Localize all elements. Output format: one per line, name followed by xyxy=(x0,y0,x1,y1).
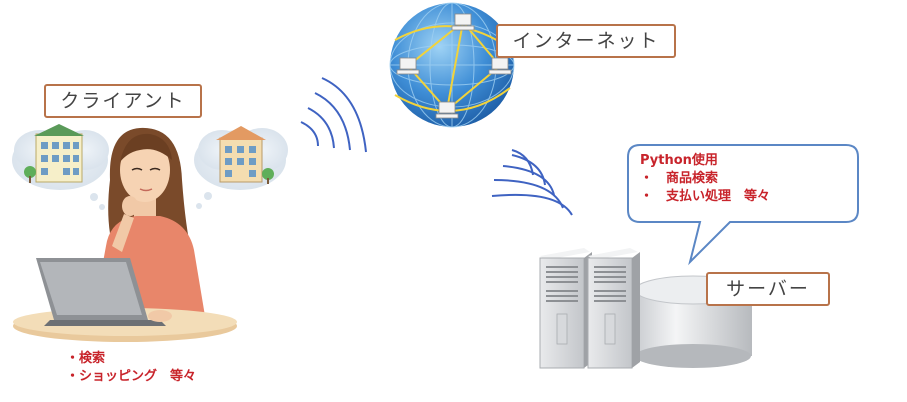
internet-label: インターネット xyxy=(496,24,676,58)
thought-cloud-left xyxy=(12,124,109,210)
speech-bubble xyxy=(627,144,859,266)
globe-icon xyxy=(389,2,515,128)
network-computer-icon xyxy=(396,13,512,119)
server-bubble-item: ・ 商品検索 xyxy=(640,171,719,186)
server-label: サーバー xyxy=(706,272,830,306)
server-bubble-item: ・ 支払い処理 等々 xyxy=(640,189,771,204)
client-feature-list: ・検索 ・ショッピング 等々 xyxy=(66,350,196,386)
building-icon xyxy=(216,126,274,184)
wireless-signal-icon xyxy=(300,77,367,153)
client-feature-item: ・検索 xyxy=(66,351,106,366)
building-icon xyxy=(24,124,84,183)
client-feature-item: ・ショッピング 等々 xyxy=(66,369,197,384)
server-icon xyxy=(539,248,752,369)
laptop-icon xyxy=(36,258,166,326)
client-user-illustration xyxy=(13,127,237,342)
client-label: クライアント xyxy=(44,84,202,118)
thought-cloud-right xyxy=(194,126,288,209)
wireless-signal-icon xyxy=(491,149,573,216)
server-bubble-title: Python使用 xyxy=(640,153,718,168)
server-bubble-text: Python使用 ・ 商品検索 ・ 支払い処理 等々 xyxy=(640,152,770,206)
